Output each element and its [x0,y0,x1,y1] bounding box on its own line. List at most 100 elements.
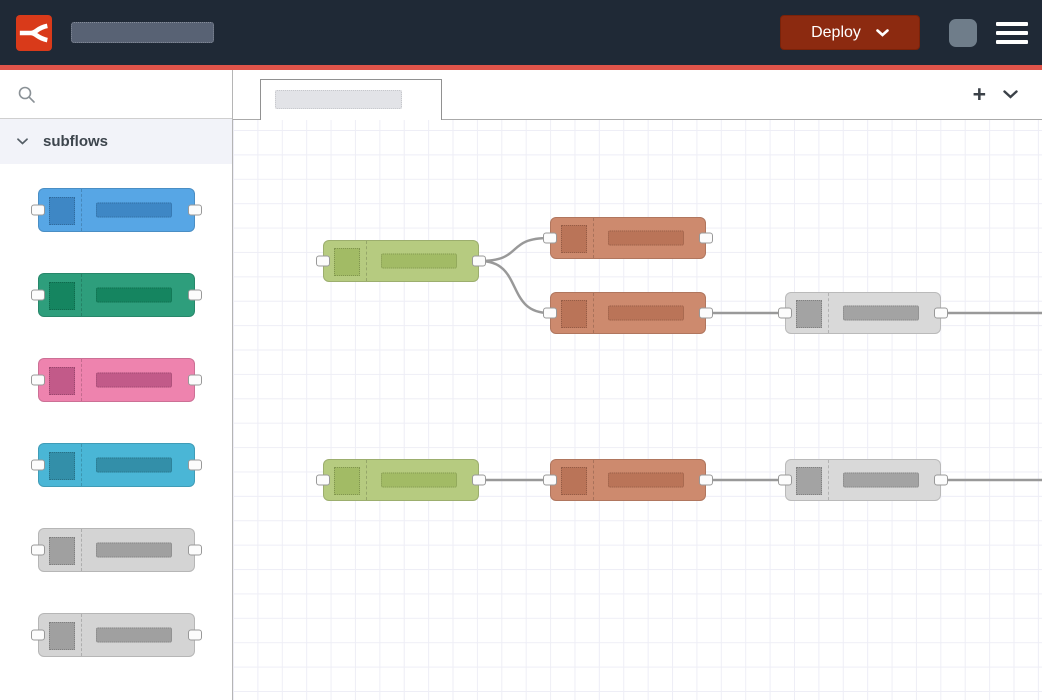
node-icon-placeholder [796,467,822,495]
palette-node-subflow-gray-2[interactable] [31,613,202,657]
node-port-input[interactable] [31,204,45,216]
node-icon-separator [593,293,594,333]
node-icon-separator [366,460,367,500]
flow-node-olive-2[interactable] [316,459,486,501]
node-icon-placeholder [49,282,75,310]
app-title-placeholder [71,22,214,43]
flow-node-gray-1[interactable] [778,292,948,334]
palette-category-label: subflows [43,133,109,150]
node-icon-separator [81,444,82,486]
flow-list-button[interactable] [1003,90,1018,99]
node-port-input[interactable] [31,544,45,556]
palette-node-subflow-blue[interactable] [31,188,202,232]
node-icon-separator [81,359,82,401]
node-red-logo-icon[interactable] [16,14,52,51]
node-label-placeholder [96,627,172,643]
node-port-input[interactable] [543,474,557,486]
node-icon-separator [81,189,82,231]
node-port-input[interactable] [31,459,45,471]
node-label-placeholder [381,472,457,488]
node-port-output[interactable] [699,474,713,486]
node-port-input[interactable] [316,474,330,486]
node-icon-separator [81,614,82,656]
node-port-output[interactable] [934,307,948,319]
deploy-button-label: Deploy [811,23,861,41]
node-port-input[interactable] [778,307,792,319]
node-port-input[interactable] [316,255,330,267]
node-icon-separator [593,460,594,500]
node-port-output[interactable] [472,474,486,486]
node-icon-placeholder [49,452,75,480]
palette-node-subflow-gray-1[interactable] [31,528,202,572]
node-icon-separator [81,529,82,571]
node-port-output[interactable] [188,374,202,386]
flow-node-salmon-2[interactable] [543,292,713,334]
node-port-output[interactable] [188,204,202,216]
node-icon-separator [828,460,829,500]
palette-search[interactable] [0,70,232,119]
node-label-placeholder [96,202,172,218]
hamburger-menu-icon[interactable] [996,21,1028,44]
flow-node-olive-1[interactable] [316,240,486,282]
node-port-output[interactable] [472,255,486,267]
flow-tab-active[interactable] [260,79,442,120]
node-port-output[interactable] [188,289,202,301]
deploy-button[interactable]: Deploy [780,15,920,50]
node-icon-separator [828,293,829,333]
search-icon [18,86,35,103]
node-label-placeholder [381,253,457,269]
header-accent-line [0,65,1042,70]
node-icon-placeholder [334,467,360,495]
node-icon-placeholder [796,300,822,328]
palette-category-subflows[interactable]: subflows [0,119,232,164]
node-port-input[interactable] [543,232,557,244]
chevron-down-icon [17,138,28,145]
node-port-input[interactable] [31,374,45,386]
flow-wire[interactable] [479,259,550,315]
palette-node-subflow-pink[interactable] [31,358,202,402]
node-icon-placeholder [49,537,75,565]
add-flow-button[interactable]: + [972,81,986,107]
node-label-placeholder [96,457,172,473]
node-port-output[interactable] [188,459,202,471]
node-port-input[interactable] [31,629,45,641]
workspace-grid[interactable] [233,120,1042,700]
palette-node-subflow-green[interactable] [31,273,202,317]
flow-node-gray-2[interactable] [778,459,948,501]
user-avatar[interactable] [949,18,977,47]
node-icon-placeholder [334,248,360,276]
flow-wire[interactable] [479,236,550,263]
node-port-output[interactable] [188,544,202,556]
node-port-output[interactable] [699,307,713,319]
node-label-placeholder [96,287,172,303]
node-port-output[interactable] [934,474,948,486]
palette-node-subflow-cyan[interactable] [31,443,202,487]
node-icon-placeholder [49,197,75,225]
workspace-toolbar-actions: + [973,70,1018,119]
node-icon-placeholder [49,367,75,395]
flow-node-salmon-3[interactable] [543,459,713,501]
node-port-input[interactable] [543,307,557,319]
chevron-down-icon [1003,90,1018,99]
palette-node-list [0,164,232,657]
node-icon-placeholder [561,225,587,253]
node-icon-separator [593,218,594,258]
node-label-placeholder [843,305,919,321]
node-port-input[interactable] [31,289,45,301]
main-area: subflows + [0,70,1042,700]
node-label-placeholder [843,472,919,488]
node-icon-separator [366,241,367,281]
node-port-input[interactable] [778,474,792,486]
node-icon-separator [81,274,82,316]
node-port-output[interactable] [699,232,713,244]
node-port-output[interactable] [188,629,202,641]
node-label-placeholder [608,305,684,321]
node-icon-placeholder [49,622,75,650]
chevron-down-icon [876,28,889,37]
flow-node-salmon-1[interactable] [543,217,713,259]
node-label-placeholder [96,372,172,388]
app-header: Deploy [0,0,1042,65]
node-icon-placeholder [561,467,587,495]
node-label-placeholder [608,472,684,488]
workspace-tab-bar: + [233,70,1042,120]
